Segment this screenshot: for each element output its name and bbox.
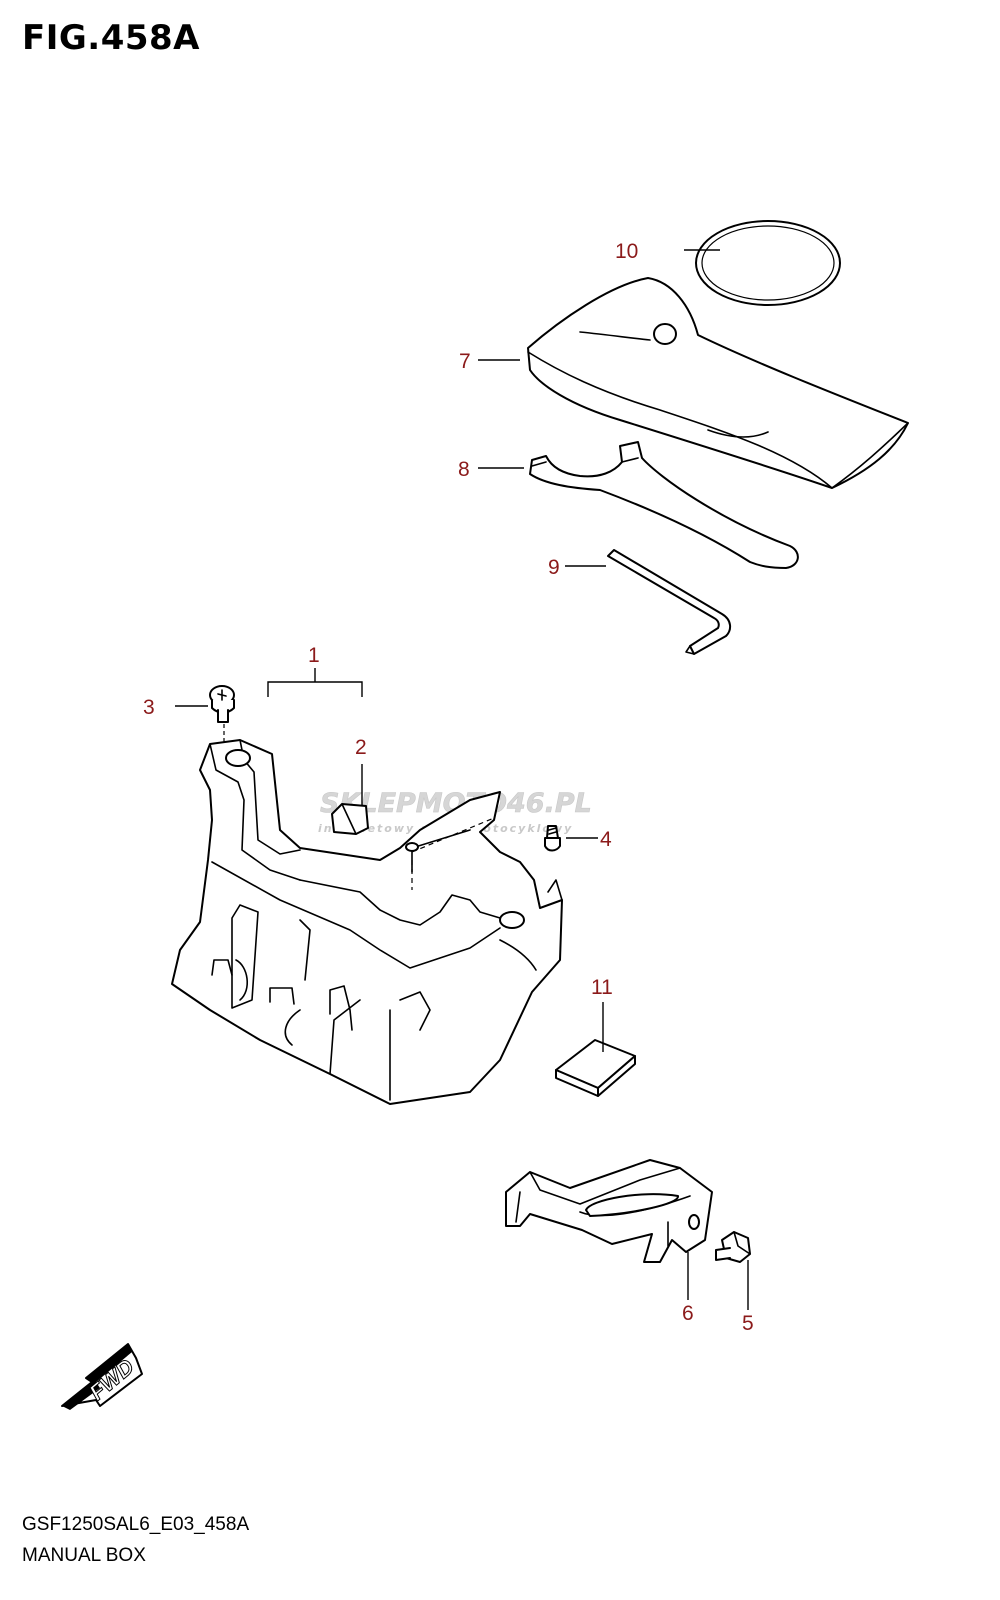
callout-11: 11 [591,976,613,999]
bolt-3 [209,685,235,748]
bracket [505,1159,713,1263]
fwd-arrow: FWD [61,1343,143,1410]
figure-code: GSF1250SAL6_E03_458A [22,1514,250,1535]
callout-9: 9 [548,556,560,579]
callout-1: 1 [308,644,320,667]
screw-4 [544,825,561,852]
callout-3: 3 [143,696,155,719]
callout-6: 6 [682,1302,694,1325]
band-ring [695,220,841,306]
callout-7: 7 [459,350,471,373]
hex-key [607,549,732,655]
rubber-pad [331,803,369,835]
callout-10: 10 [615,240,638,263]
callout-2: 2 [355,736,367,759]
figure-title: FIG.458A [22,18,200,58]
manual-box [171,739,563,1105]
watermark: SKLEPMOTO46.PL internetowy sklep motocyk… [318,788,592,835]
callout-4: 4 [600,828,612,851]
spanner-wrench [529,441,799,569]
tool-bag [527,277,909,489]
figure-name: MANUAL BOX [22,1545,146,1566]
callout-5: 5 [742,1312,754,1335]
bolt-5 [715,1231,751,1263]
watermark-brand: SKLEPMOTO46.PL [320,788,592,819]
callout-8: 8 [458,458,470,481]
adhesive-pad [555,1039,636,1097]
